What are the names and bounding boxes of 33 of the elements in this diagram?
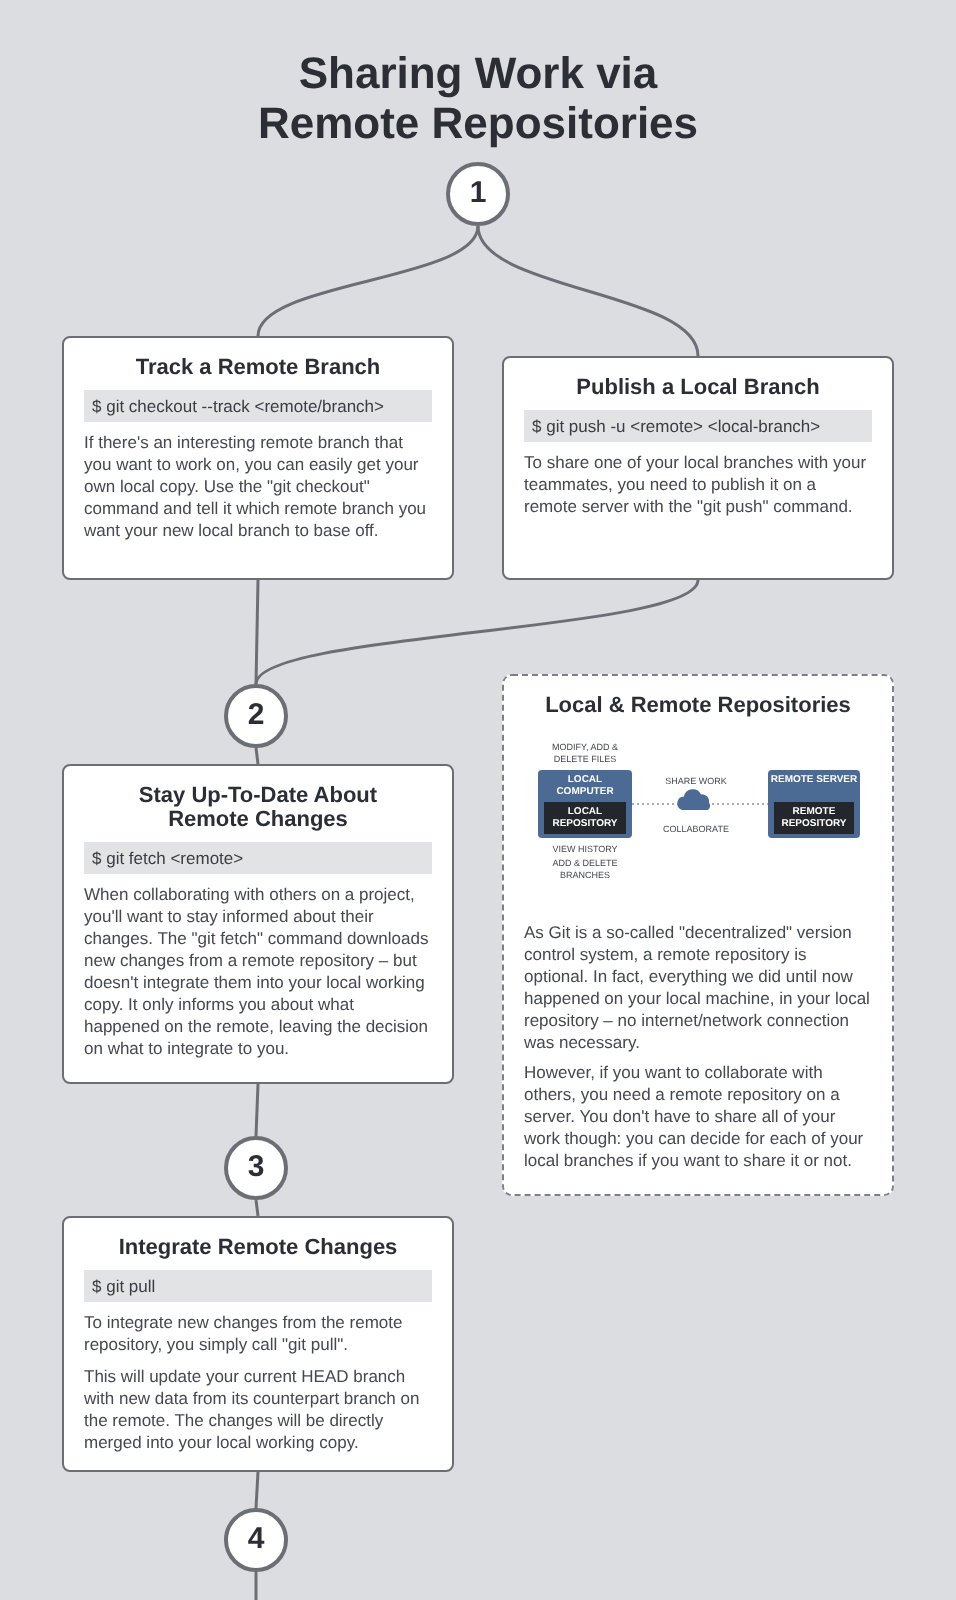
command-code: $ git fetch <remote> [84, 842, 432, 874]
card-text: To integrate new changes from the remote repository, you simply call "git pull". [84, 1312, 405, 1356]
connector-line [254, 579, 700, 685]
command-code: $ git pull [84, 1270, 432, 1302]
panel-heading: Local & Remote Repositories [543, 694, 853, 718]
panel-text: As Git is a so-called "decentralized" version control system, a remote repository is optional. In fact, everything we did until now happened on your local machine, in your local repository – no internet/network connection was necessary. [524, 922, 872, 1054]
info-panel [502, 674, 894, 1196]
connector-line [254, 1199, 260, 1217]
card-text: If there's an interesting remote branch that you want to work on, you can easily get your own local copy. Use the "git checkout" command and tell it which remote branch you want your new local branch to base off. [84, 432, 429, 542]
command-code: $ git push -u <remote> <local-branch> [524, 410, 872, 442]
step-card [62, 764, 454, 1084]
step-card [62, 336, 454, 580]
connector-line [254, 1083, 260, 1137]
card-heading: Stay Up-To-Date About Remote Changes [136, 784, 380, 832]
computer-box [768, 770, 860, 838]
card-text: When collaborating with others on a project, you'll want to stay informed about their changes. The "git fetch" command downloads new changes from a remote repository – but doesn't integrate them into your local working copy. It only informs you about what happened on the remote, leaving the decision on what to integrate to you. [84, 884, 431, 1060]
title: Sharing Work via Remote Repositories [255, 48, 701, 148]
card-text: This will update your current HEAD branch with new data from its counterpart branch on the remote. The changes will be directly merged into your local working copy. [84, 1366, 422, 1454]
connector-line [256, 225, 480, 337]
connector-line [254, 1471, 260, 1509]
card-heading: Integrate Remote Changes [118, 1236, 398, 1260]
panel-text: However, if you want to collaborate with others, you need a remote repository on a server. You don't have to share all of your work though: you can decide for each of your local branches if you want to share it or not. [524, 1062, 866, 1172]
command-code: $ git checkout --track <remote/branch> [84, 390, 432, 422]
connector-line [476, 225, 700, 357]
card-heading: Track a Remote Branch [135, 356, 381, 380]
connector-line [254, 747, 260, 765]
dotted-connector [631, 803, 769, 805]
connector-line [254, 579, 260, 685]
step-card [502, 356, 894, 580]
card-heading: Publish a Local Branch [576, 376, 820, 400]
step-card [62, 1216, 454, 1472]
connector-line [254, 1572, 258, 1600]
card-text: To share one of your local branches with your teammates, you need to publish it on a remote server with the "git push" command. [524, 452, 869, 518]
